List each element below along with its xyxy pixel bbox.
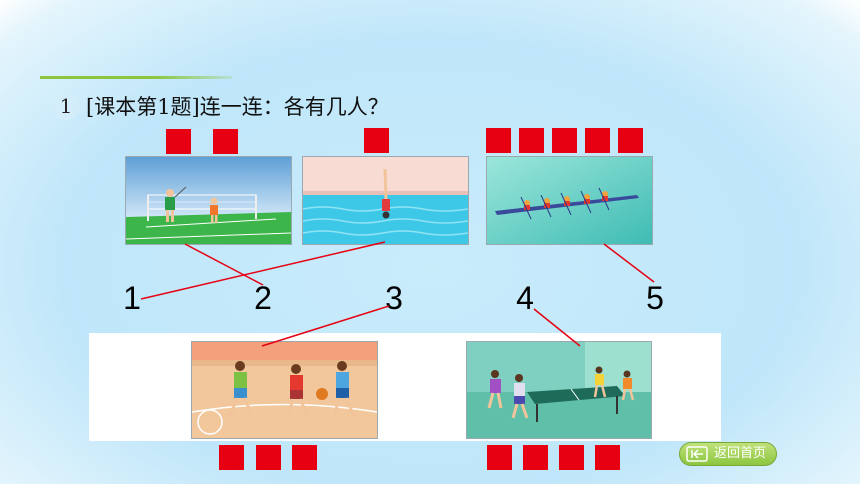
line-diving-1 [140, 241, 386, 300]
basketball-scene-icon [191, 341, 378, 439]
count-square [256, 445, 281, 470]
count-square [519, 128, 544, 153]
diving-scene-icon [302, 156, 469, 245]
count-square [552, 128, 577, 153]
count-square [292, 445, 317, 470]
rowing-scene-icon [486, 156, 653, 245]
line-rowing-5 [603, 243, 655, 283]
count-square [618, 128, 643, 153]
number-2: 2 [254, 280, 272, 316]
table-tennis-scene-icon [466, 341, 652, 439]
count-square [486, 128, 511, 153]
return-home-button[interactable]: 返回首页 [679, 442, 777, 466]
line-tabletennis-4 [533, 308, 581, 347]
number-3: 3 [385, 280, 403, 316]
number-1: 1 [123, 280, 141, 316]
accent-line [40, 76, 232, 79]
number-4: 4 [516, 280, 534, 316]
return-home-label: 返回首页 [714, 446, 767, 461]
count-square [523, 445, 548, 470]
badminton-scene-icon [125, 156, 292, 245]
number-5: 5 [646, 280, 664, 316]
line-basketball-3 [261, 305, 390, 347]
return-icon [686, 446, 708, 462]
count-square [364, 128, 389, 153]
line-badminton-2 [184, 243, 264, 286]
count-square [213, 129, 238, 154]
count-square [166, 129, 191, 154]
count-square [487, 445, 512, 470]
count-square [595, 445, 620, 470]
count-square [219, 445, 244, 470]
question-text: [课本第1题]连一连：各有几人？ [86, 95, 389, 119]
question-number: 1 [52, 92, 80, 120]
count-square [585, 128, 610, 153]
count-square [559, 445, 584, 470]
